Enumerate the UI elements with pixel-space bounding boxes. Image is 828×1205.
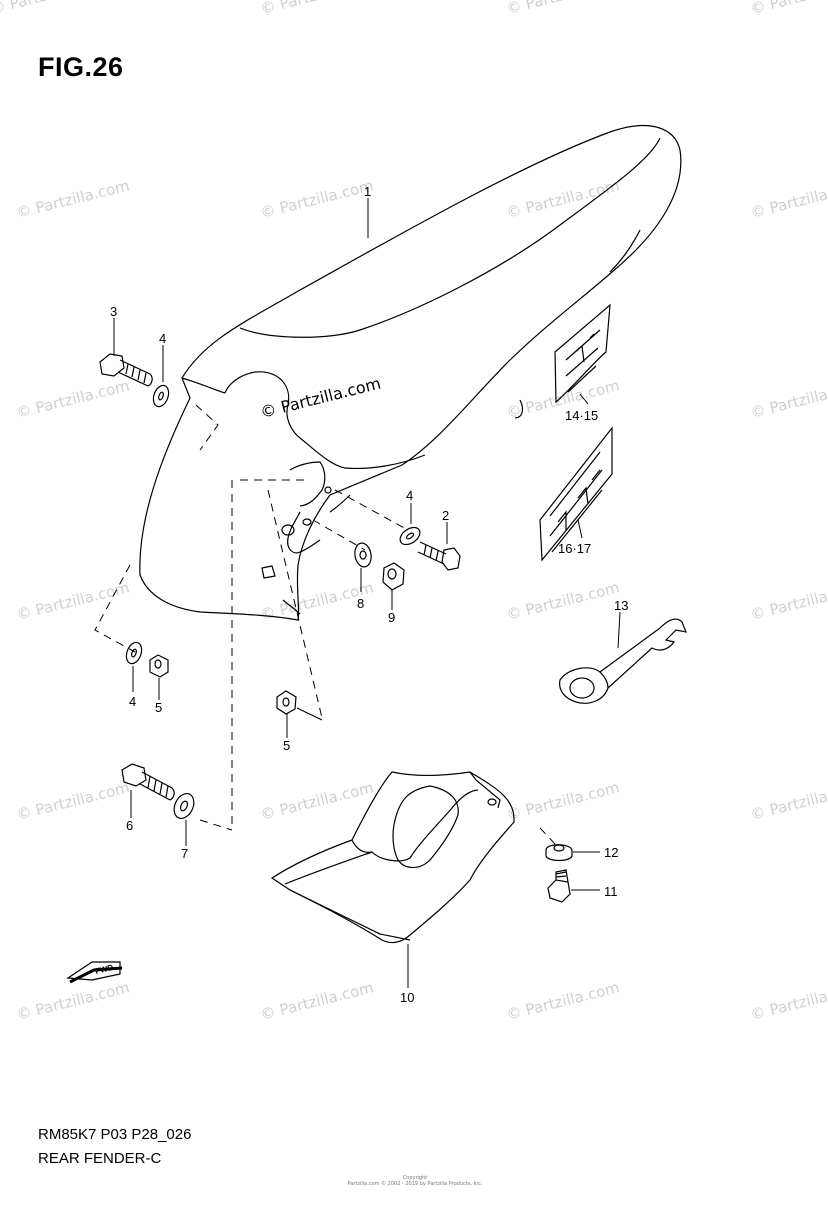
watermark: © Partzilla.com xyxy=(505,978,622,1023)
callout-12: 12 xyxy=(604,845,618,860)
watermark: © Partzilla.com xyxy=(749,978,828,1023)
callout-16-17: 16·17 xyxy=(558,541,591,556)
watermark: © Partzilla.com xyxy=(15,978,132,1023)
figure-code: RM85K7 P03 P28_026 xyxy=(38,1126,192,1143)
watermark: © Partzilla.com xyxy=(505,578,622,623)
washer-part-4 xyxy=(125,384,421,665)
watermark: © Partzilla.com xyxy=(505,0,622,18)
callout-14-15: 14·15 xyxy=(565,408,598,423)
emblem-part-16-17 xyxy=(539,426,613,562)
watermark: © Partzilla.com xyxy=(15,376,132,421)
callout-8: 8 xyxy=(357,596,364,611)
watermark: © Partzilla.com xyxy=(505,778,622,823)
callout-3: 3 xyxy=(110,304,117,319)
nut-part-5 xyxy=(149,654,297,715)
callout-4: 4 xyxy=(129,694,136,709)
watermark: © Partzilla.com xyxy=(259,176,376,221)
callout-2: 2 xyxy=(442,508,449,523)
emblem-part-14-15 xyxy=(554,303,611,404)
callout-9: 9 xyxy=(388,610,395,625)
watermark-center: © Partzilla.com xyxy=(258,374,382,422)
nut-part-9 xyxy=(382,562,405,591)
figure-name: REAR FENDER-C xyxy=(38,1150,162,1167)
callout-1: 1 xyxy=(364,184,371,199)
copyright-line: Partzilla.com © 2002 - 2019 by Partzilla… xyxy=(347,1181,483,1187)
watermark-grid: © Partzilla.com © Partzilla.com © Partzi… xyxy=(0,0,828,1024)
callout-13: 13 xyxy=(614,598,628,613)
watermark: © Partzilla.com xyxy=(15,778,132,823)
callout-4: 4 xyxy=(159,331,166,346)
assembly-dashed-lines xyxy=(94,404,557,846)
washer-part-8 xyxy=(354,542,372,568)
watermark: © Partzilla.com xyxy=(505,376,622,421)
watermark: © Partzilla.com xyxy=(259,0,376,18)
watermark: © Partzilla.com xyxy=(749,0,828,18)
bolt-part-3 xyxy=(99,353,153,387)
guard-part-10 xyxy=(270,771,515,944)
watermark: © Partzilla.com xyxy=(749,176,828,221)
leader-lines xyxy=(296,707,323,721)
watermark: © Partzilla.com xyxy=(749,578,828,623)
watermark: © Partzilla.com xyxy=(259,978,376,1023)
nut-part-12 xyxy=(545,844,573,862)
rear-fender-part xyxy=(139,124,682,621)
callout-7: 7 xyxy=(181,846,188,861)
callout-10: 10 xyxy=(400,990,414,1005)
fwd-label: FWD xyxy=(94,963,114,976)
watermark: © Partzilla.com xyxy=(15,176,132,221)
callout-leaders xyxy=(113,198,621,988)
watermark: © Partzilla.com xyxy=(259,778,376,823)
watermark: © Partzilla.com xyxy=(749,778,828,823)
callout-5: 5 xyxy=(283,738,290,753)
callout-11: 11 xyxy=(604,884,618,899)
watermark: © Partzilla.com xyxy=(15,578,132,623)
forward-arrow-icon: FWD xyxy=(66,961,123,984)
wrench-part-13 xyxy=(559,618,687,704)
washer-part-7 xyxy=(173,793,195,819)
callout-labels: 1 3 4 4 2 14·15 16·17 13 8 9 4 5 5 6 7 1… xyxy=(110,184,628,1005)
callout-6: 6 xyxy=(126,818,133,833)
watermark: © Partzilla.com xyxy=(505,176,622,221)
watermark: © Partzilla.com xyxy=(749,376,828,421)
callout-4: 4 xyxy=(406,488,413,503)
watermark: © Partzilla.com xyxy=(0,0,105,18)
bolt-part-6 xyxy=(121,763,175,801)
callout-5: 5 xyxy=(155,700,162,715)
figure-title: FIG.26 xyxy=(38,52,124,82)
bolt-part-11 xyxy=(547,869,571,903)
copyright-notice: Copyright Partzilla.com © 2002 - 2019 by… xyxy=(340,1175,490,1187)
bolt-part-2 xyxy=(417,541,461,571)
copyright-line: Copyright xyxy=(402,1175,428,1181)
